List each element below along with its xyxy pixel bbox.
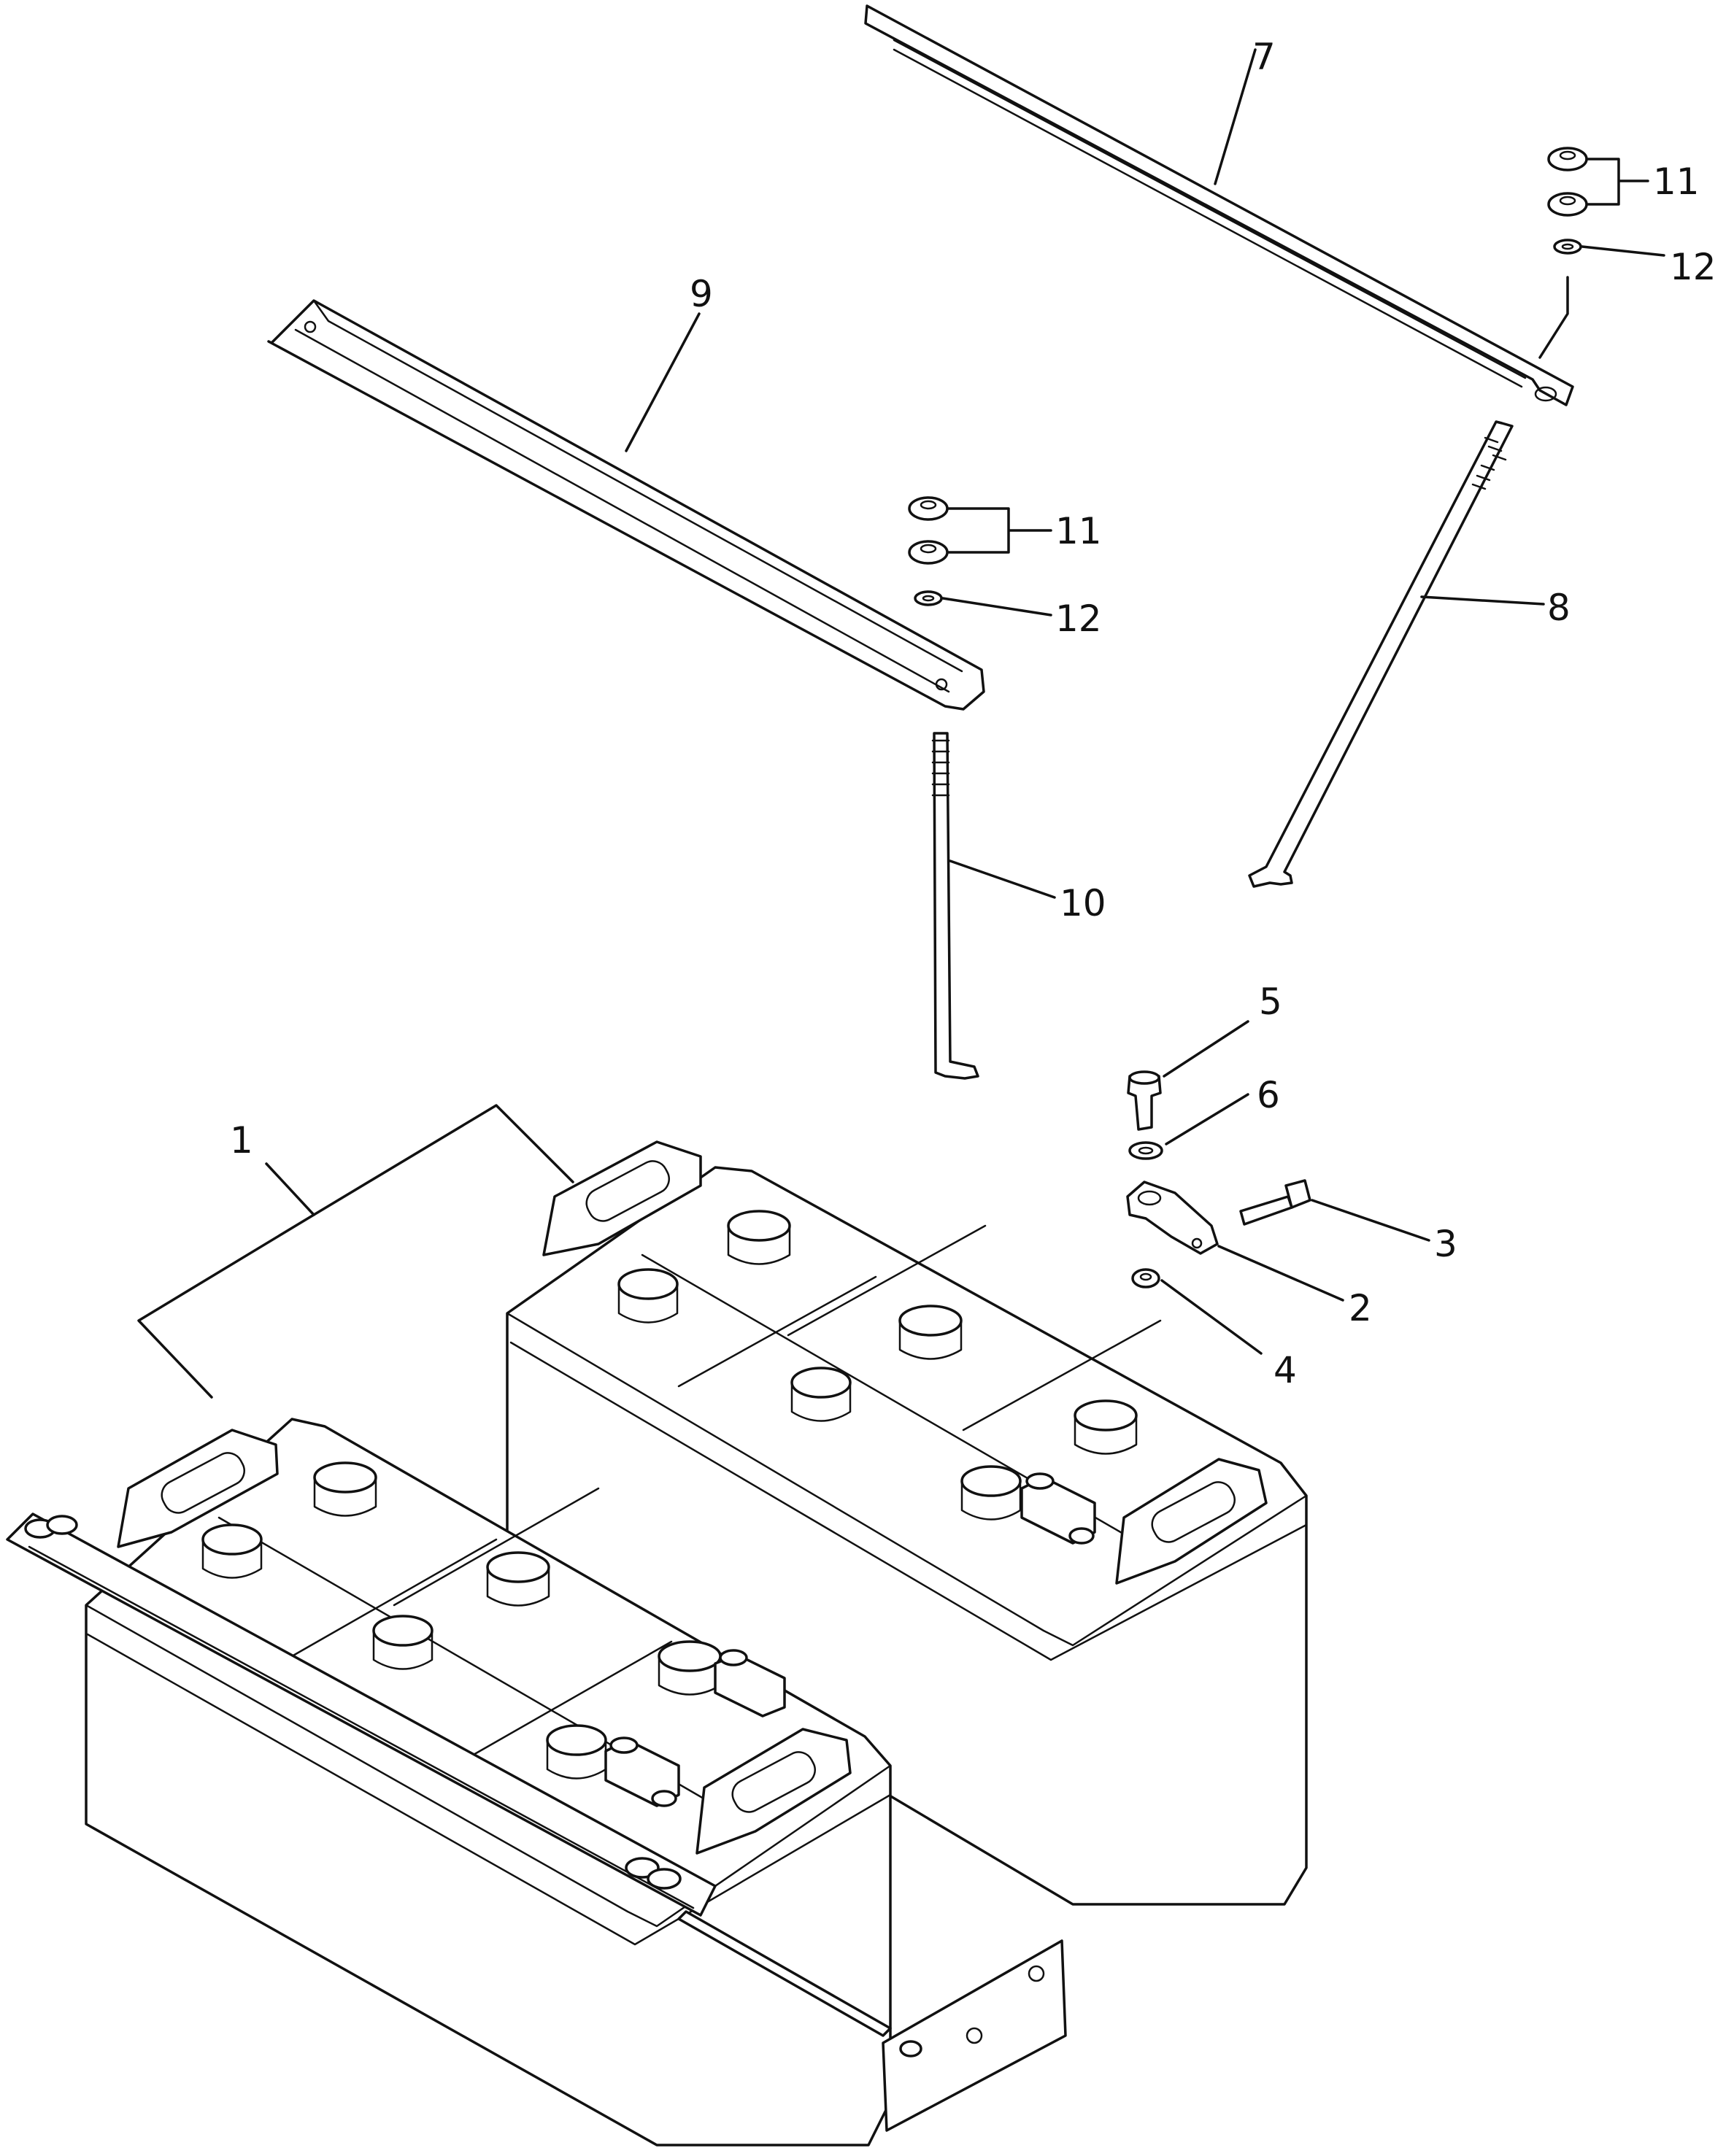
callout-6: 6 [1257,1074,1280,1116]
nut-stack-right[interactable] [1547,147,1588,255]
callout-4: 4 [1273,1349,1297,1391]
callout-11-left: 11 [1055,510,1102,552]
bracket-part-7[interactable] [864,4,1574,406]
hold-down-bar[interactable] [6,1512,1067,2132]
bracket-part-9[interactable] [267,299,985,711]
callout-9: 9 [690,273,713,315]
callout-1: 1 [230,1119,253,1162]
callout-11-right: 11 [1653,161,1700,203]
battery-front-caps [201,1461,722,1780]
callout-5: 5 [1259,981,1282,1023]
battery-rear-caps [617,1210,1138,1521]
callout-12-right: 12 [1670,246,1716,288]
j-bolt-part-8[interactable] [1248,420,1514,888]
callout-2: 2 [1349,1287,1372,1329]
nut-stack-left[interactable] [908,496,949,606]
j-bolt-part-10[interactable] [931,732,979,1080]
battery-rear[interactable] [506,1140,1308,1906]
terminal-clamp-group[interactable] [1126,1070,1311,1288]
callout-7: 7 [1252,36,1276,78]
callout-10: 10 [1060,882,1106,924]
leader-lines [137,48,1665,1399]
callout-labels: 1 2 3 4 5 6 7 8 9 10 11 12 11 12 [230,36,1716,1391]
callout-3: 3 [1434,1223,1457,1265]
callout-8: 8 [1547,587,1571,629]
callout-12-left: 12 [1055,598,1102,640]
